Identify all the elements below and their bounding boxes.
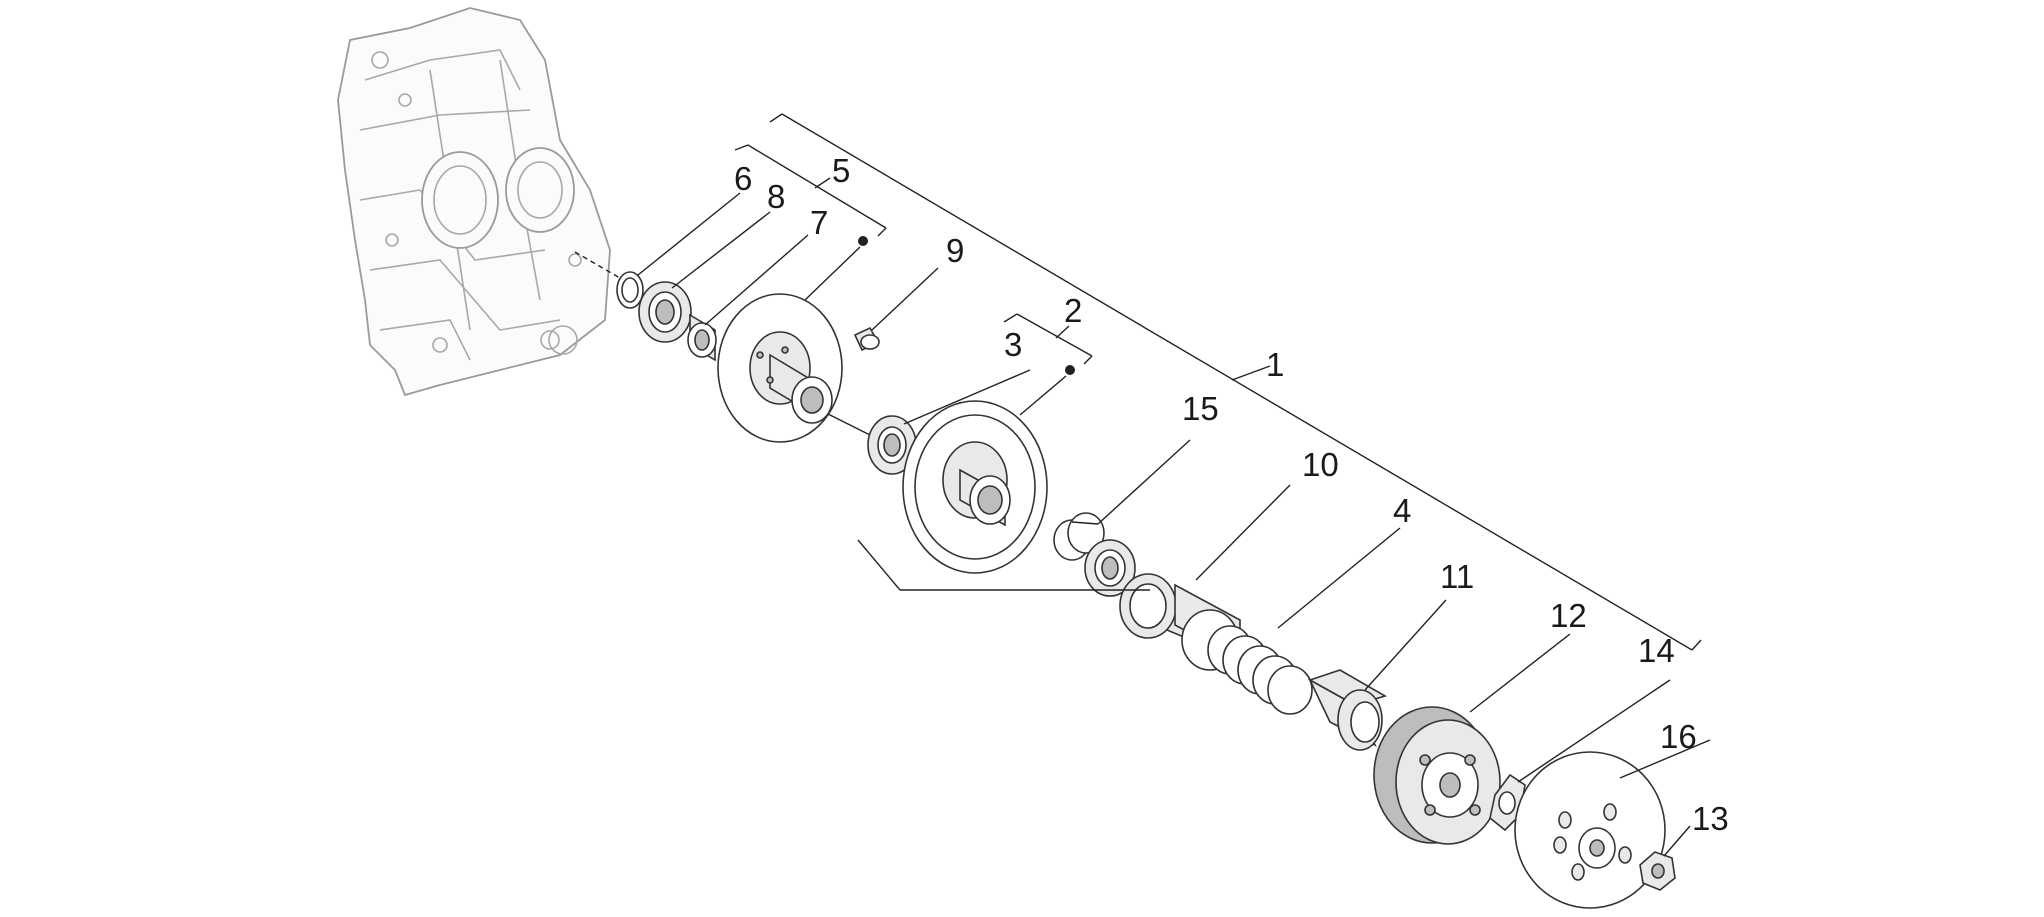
- callout-labels: 1 2 3 4 5 6 7 8 9 10 11 12 13 14 15 16: [734, 152, 1729, 837]
- part-4-spring: [1207, 625, 1313, 715]
- part-9-pin: [853, 326, 880, 352]
- callout-10: 10: [1302, 446, 1339, 483]
- part-3-bearing: [867, 415, 917, 475]
- callout-15: 15: [1182, 390, 1219, 427]
- part-12-clutch-assembly: [1373, 706, 1501, 845]
- callout-8: 8: [767, 178, 785, 215]
- part-7-bushing: [687, 313, 717, 362]
- part-15-o-rings: [1053, 512, 1105, 561]
- callout-6: 6: [734, 160, 752, 197]
- callout-5: 5: [832, 152, 850, 189]
- callout-13: 13: [1692, 800, 1729, 837]
- callout-11: 11: [1440, 558, 1474, 595]
- part-11-collar: [1308, 669, 1388, 751]
- part-16-clutch-bell: [1514, 751, 1666, 909]
- part-15-seal: [1084, 539, 1136, 597]
- callout-3: 3: [1004, 326, 1022, 363]
- callout-9: 9: [946, 232, 964, 269]
- callout-1: 1: [1266, 346, 1284, 383]
- engine-crankcase-housing: [337, 7, 611, 397]
- callout-2: 2: [1064, 292, 1082, 329]
- callout-16: 16: [1660, 718, 1697, 755]
- callout-12: 12: [1550, 597, 1587, 634]
- callout-4: 4: [1393, 492, 1411, 529]
- part-5-fixed-half-pulley: [717, 293, 843, 443]
- callout-14: 14: [1638, 632, 1675, 669]
- part-13-nut: [1639, 851, 1676, 891]
- callout-7: 7: [810, 204, 828, 241]
- part-6-circlip: [616, 271, 644, 309]
- leader-lines: [637, 113, 1711, 857]
- part-8-bearing: [638, 281, 692, 343]
- part-2-movable-half-pulley: [902, 400, 1048, 574]
